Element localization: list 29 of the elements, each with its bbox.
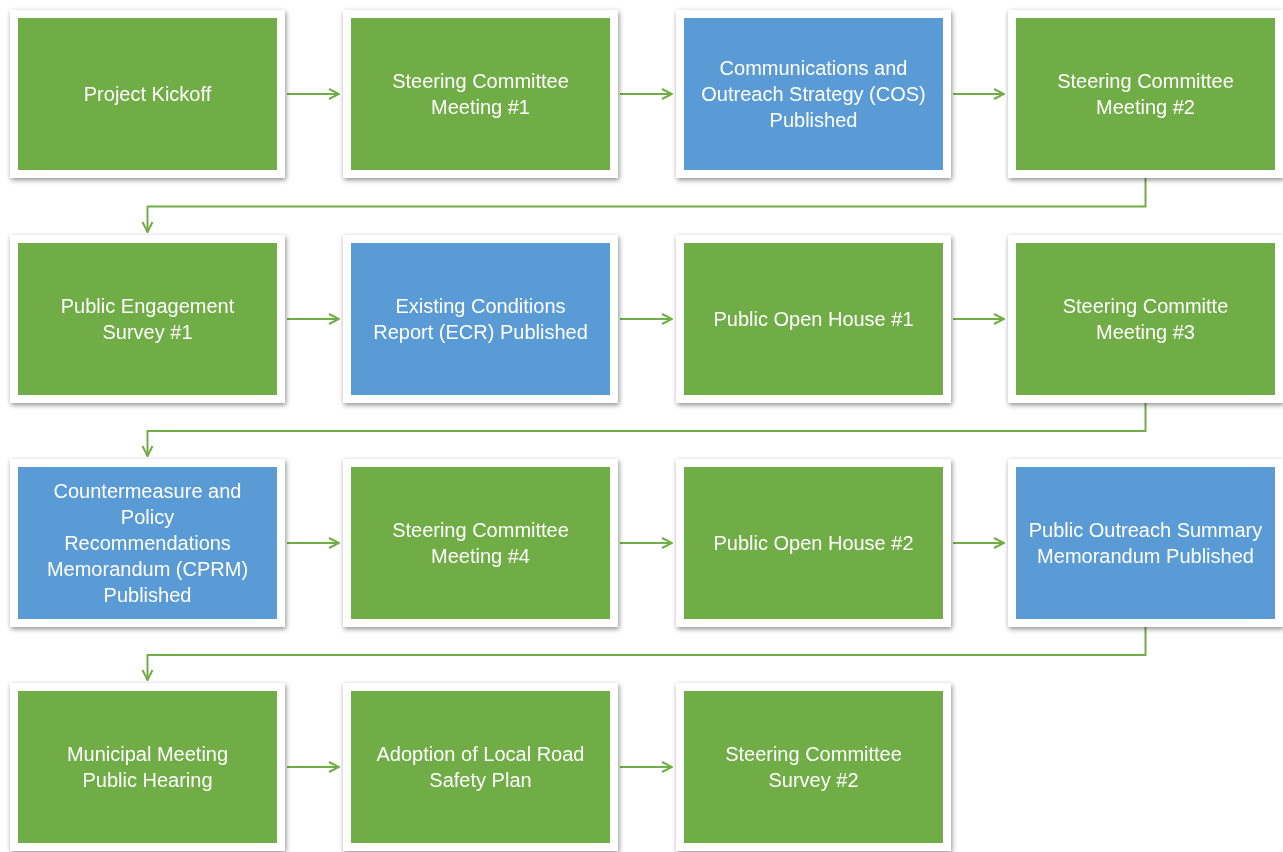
arrow <box>619 88 673 100</box>
box-label: Steering Committee Meeting #2 <box>1056 69 1235 120</box>
box-label: Communications and Outreach Strategy (COS) Published <box>700 56 927 133</box>
arrow <box>286 88 340 100</box>
arrow <box>141 402 1147 457</box>
box-label: Steering Committee Meeting #1 <box>391 69 570 120</box>
arrow <box>619 313 673 325</box>
arrow <box>952 88 1005 100</box>
box-label: Steering Committee Meeting #4 <box>391 518 570 569</box>
box-label: Public Open House #2 <box>713 531 914 556</box>
arrow <box>141 626 1147 681</box>
box-label: Countermeasure and Policy Recommendations Memorandum (CPRM) Published <box>45 479 250 608</box>
box-label: Public Open House #1 <box>713 307 914 332</box>
arrow <box>286 537 340 549</box>
box-label: Existing Conditions Report (ECR) Published <box>372 294 589 345</box>
arrow <box>619 537 673 549</box>
arrow <box>141 177 1147 233</box>
box-label: Project Kickoff <box>83 82 212 107</box>
box-label: Adoption of Local Road Safety Plan <box>375 742 586 793</box>
box-label: Public Outreach Summary Memorandum Published <box>1028 518 1263 569</box>
box-label: Municipal Meeting Public Hearing <box>65 742 230 793</box>
arrow <box>952 313 1005 325</box>
box-label: Steering Committe Meeting #3 <box>1061 294 1230 345</box>
arrow <box>286 313 340 325</box>
arrow <box>952 537 1005 549</box>
box-label: Steering Committee Survey #2 <box>724 742 903 793</box>
arrow <box>619 761 673 773</box>
arrow <box>286 761 340 773</box>
box-label: Public Engagement Survey #1 <box>59 294 236 345</box>
